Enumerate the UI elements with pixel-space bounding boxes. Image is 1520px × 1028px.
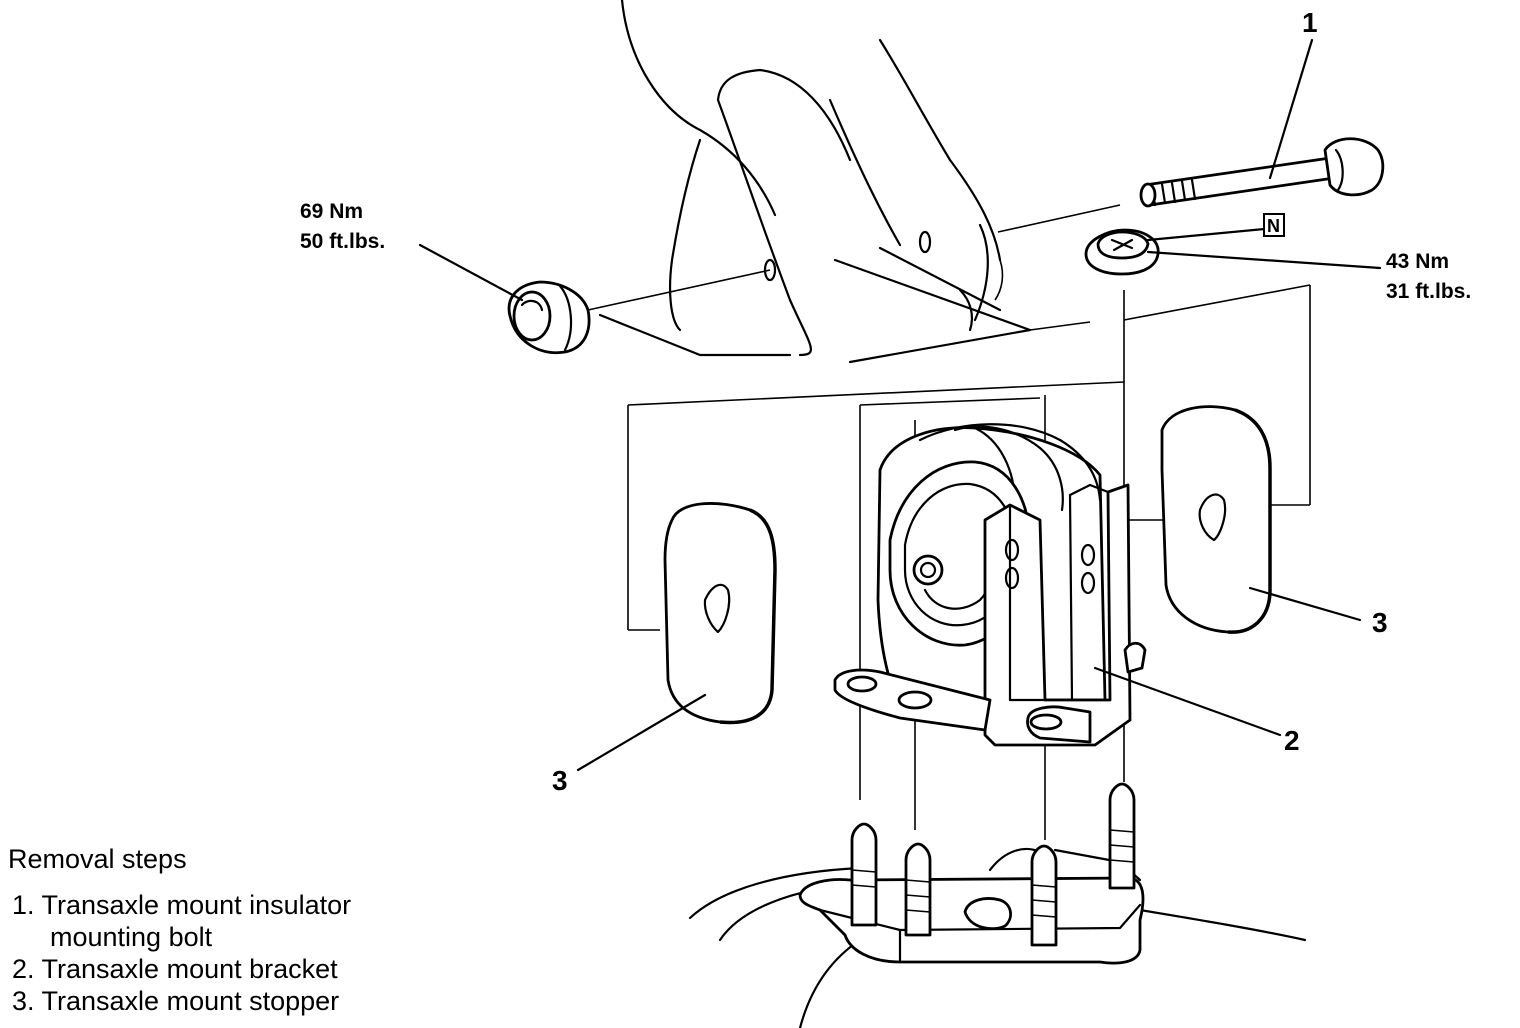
removal-step-2: 2. Transaxle mount bracket	[12, 954, 338, 984]
mounting-bolt	[1139, 137, 1385, 208]
stopper-left	[663, 502, 777, 725]
mount-bracket	[833, 423, 1147, 747]
new-nut-symbol: N	[1263, 213, 1285, 237]
torque-right-ftlbs: 31 ft.lbs.	[1386, 280, 1471, 303]
removal-steps: Removal steps 1. Transaxle mount insulat…	[8, 844, 351, 1016]
transaxle-case	[598, 0, 1032, 364]
removal-step-1: 1. Transaxle mount insulator	[12, 890, 351, 920]
svg-text:N: N	[1267, 216, 1280, 236]
callout-1: 1	[1302, 7, 1318, 38]
removal-step-3: 3. Transaxle mount stopper	[12, 986, 339, 1016]
side-member	[688, 782, 1307, 1028]
callout-3-left: 3	[552, 765, 568, 796]
nut-43nm	[1084, 228, 1160, 276]
leader-lines	[418, 38, 1382, 772]
callout-2: 2	[1284, 725, 1300, 756]
removal-steps-title: Removal steps	[8, 844, 187, 874]
callout-3-right: 3	[1372, 607, 1388, 638]
nut-69nm	[507, 280, 591, 355]
stopper-right	[1160, 405, 1272, 634]
torque-right-nm: 43 Nm	[1386, 250, 1449, 273]
torque-left-nm: 69 Nm	[300, 200, 363, 223]
removal-step-1-cont: mounting bolt	[50, 922, 213, 952]
torque-left-ftlbs: 50 ft.lbs.	[300, 230, 385, 253]
